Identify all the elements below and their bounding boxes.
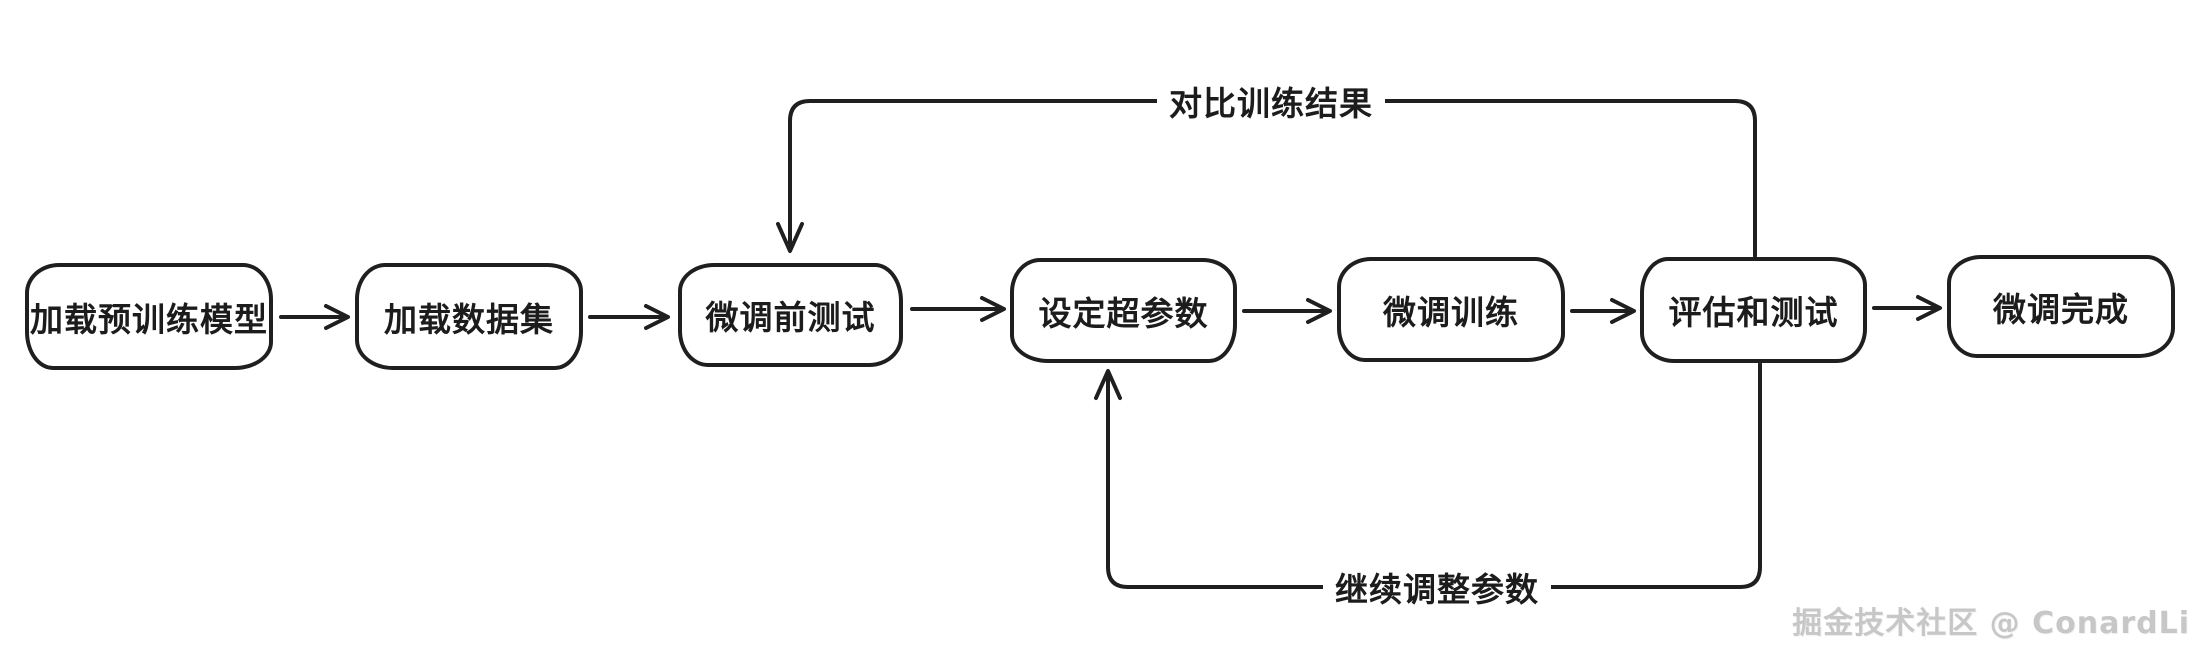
arrow-evaluate-to-finetune-complete xyxy=(1872,295,1942,321)
watermark-text: 掘金技术社区 @ ConardLi xyxy=(1792,606,2190,641)
node-finetune-complete: 微调完成 xyxy=(1947,255,2175,358)
node-evaluate-and-test: 评估和测试 xyxy=(1640,257,1867,363)
node-load-dataset: 加载数据集 xyxy=(355,263,583,370)
node-label: 加载预训练模型 xyxy=(30,299,268,339)
node-set-hyperparameters: 设定超参数 xyxy=(1010,258,1237,363)
node-pre-finetune-test: 微调前测试 xyxy=(678,263,903,367)
node-label: 设定超参数 xyxy=(1038,293,1209,333)
feedback-loop-adjust-parameters xyxy=(1094,362,1762,589)
edge-label-compare-training-results: 对比训练结果 xyxy=(1157,77,1385,125)
edge-label-continue-adjusting-parameters: 继续调整参数 xyxy=(1323,563,1551,611)
arrow-load-pretrained-to-load-dataset xyxy=(279,304,350,330)
node-load-pretrained-model: 加载预训练模型 xyxy=(25,263,273,370)
node-label: 微调完成 xyxy=(1993,289,2129,329)
node-label: 微调训练 xyxy=(1383,292,1519,332)
arrow-pre-finetune-test-to-set-hyperparameters xyxy=(910,296,1006,322)
arrow-load-dataset-to-pre-finetune-test xyxy=(588,304,670,330)
node-label: 微调前测试 xyxy=(705,298,876,337)
arrow-set-hyperparameters-to-finetune-training xyxy=(1242,298,1332,324)
node-label: 评估和测试 xyxy=(1668,293,1839,332)
node-label: 加载数据集 xyxy=(384,299,554,339)
node-finetune-training: 微调训练 xyxy=(1337,257,1565,362)
arrow-finetune-training-to-evaluate xyxy=(1570,298,1636,324)
